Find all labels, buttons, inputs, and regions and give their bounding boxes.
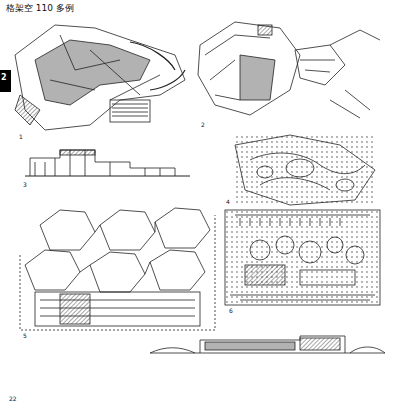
hexagon-plan — [20, 208, 215, 330]
figure-number: 5 — [22, 333, 28, 340]
page-number: 22 — [8, 396, 18, 403]
figure-number: 4 — [225, 199, 231, 206]
site-plan — [235, 135, 375, 205]
page-title: 格架空 110 多例 — [6, 4, 74, 14]
figure-number: 2 — [200, 122, 206, 129]
figure-number: 6 — [228, 308, 234, 315]
floor-plan — [15, 25, 185, 130]
elevation — [150, 336, 385, 353]
floor-plan — [198, 22, 380, 118]
figure-number: 1 — [18, 134, 24, 141]
tab-number: 2 — [1, 74, 7, 83]
site-plan — [225, 210, 380, 305]
figure-number: 3 — [22, 182, 28, 189]
section-tab — [0, 70, 11, 92]
building-section — [25, 150, 190, 176]
